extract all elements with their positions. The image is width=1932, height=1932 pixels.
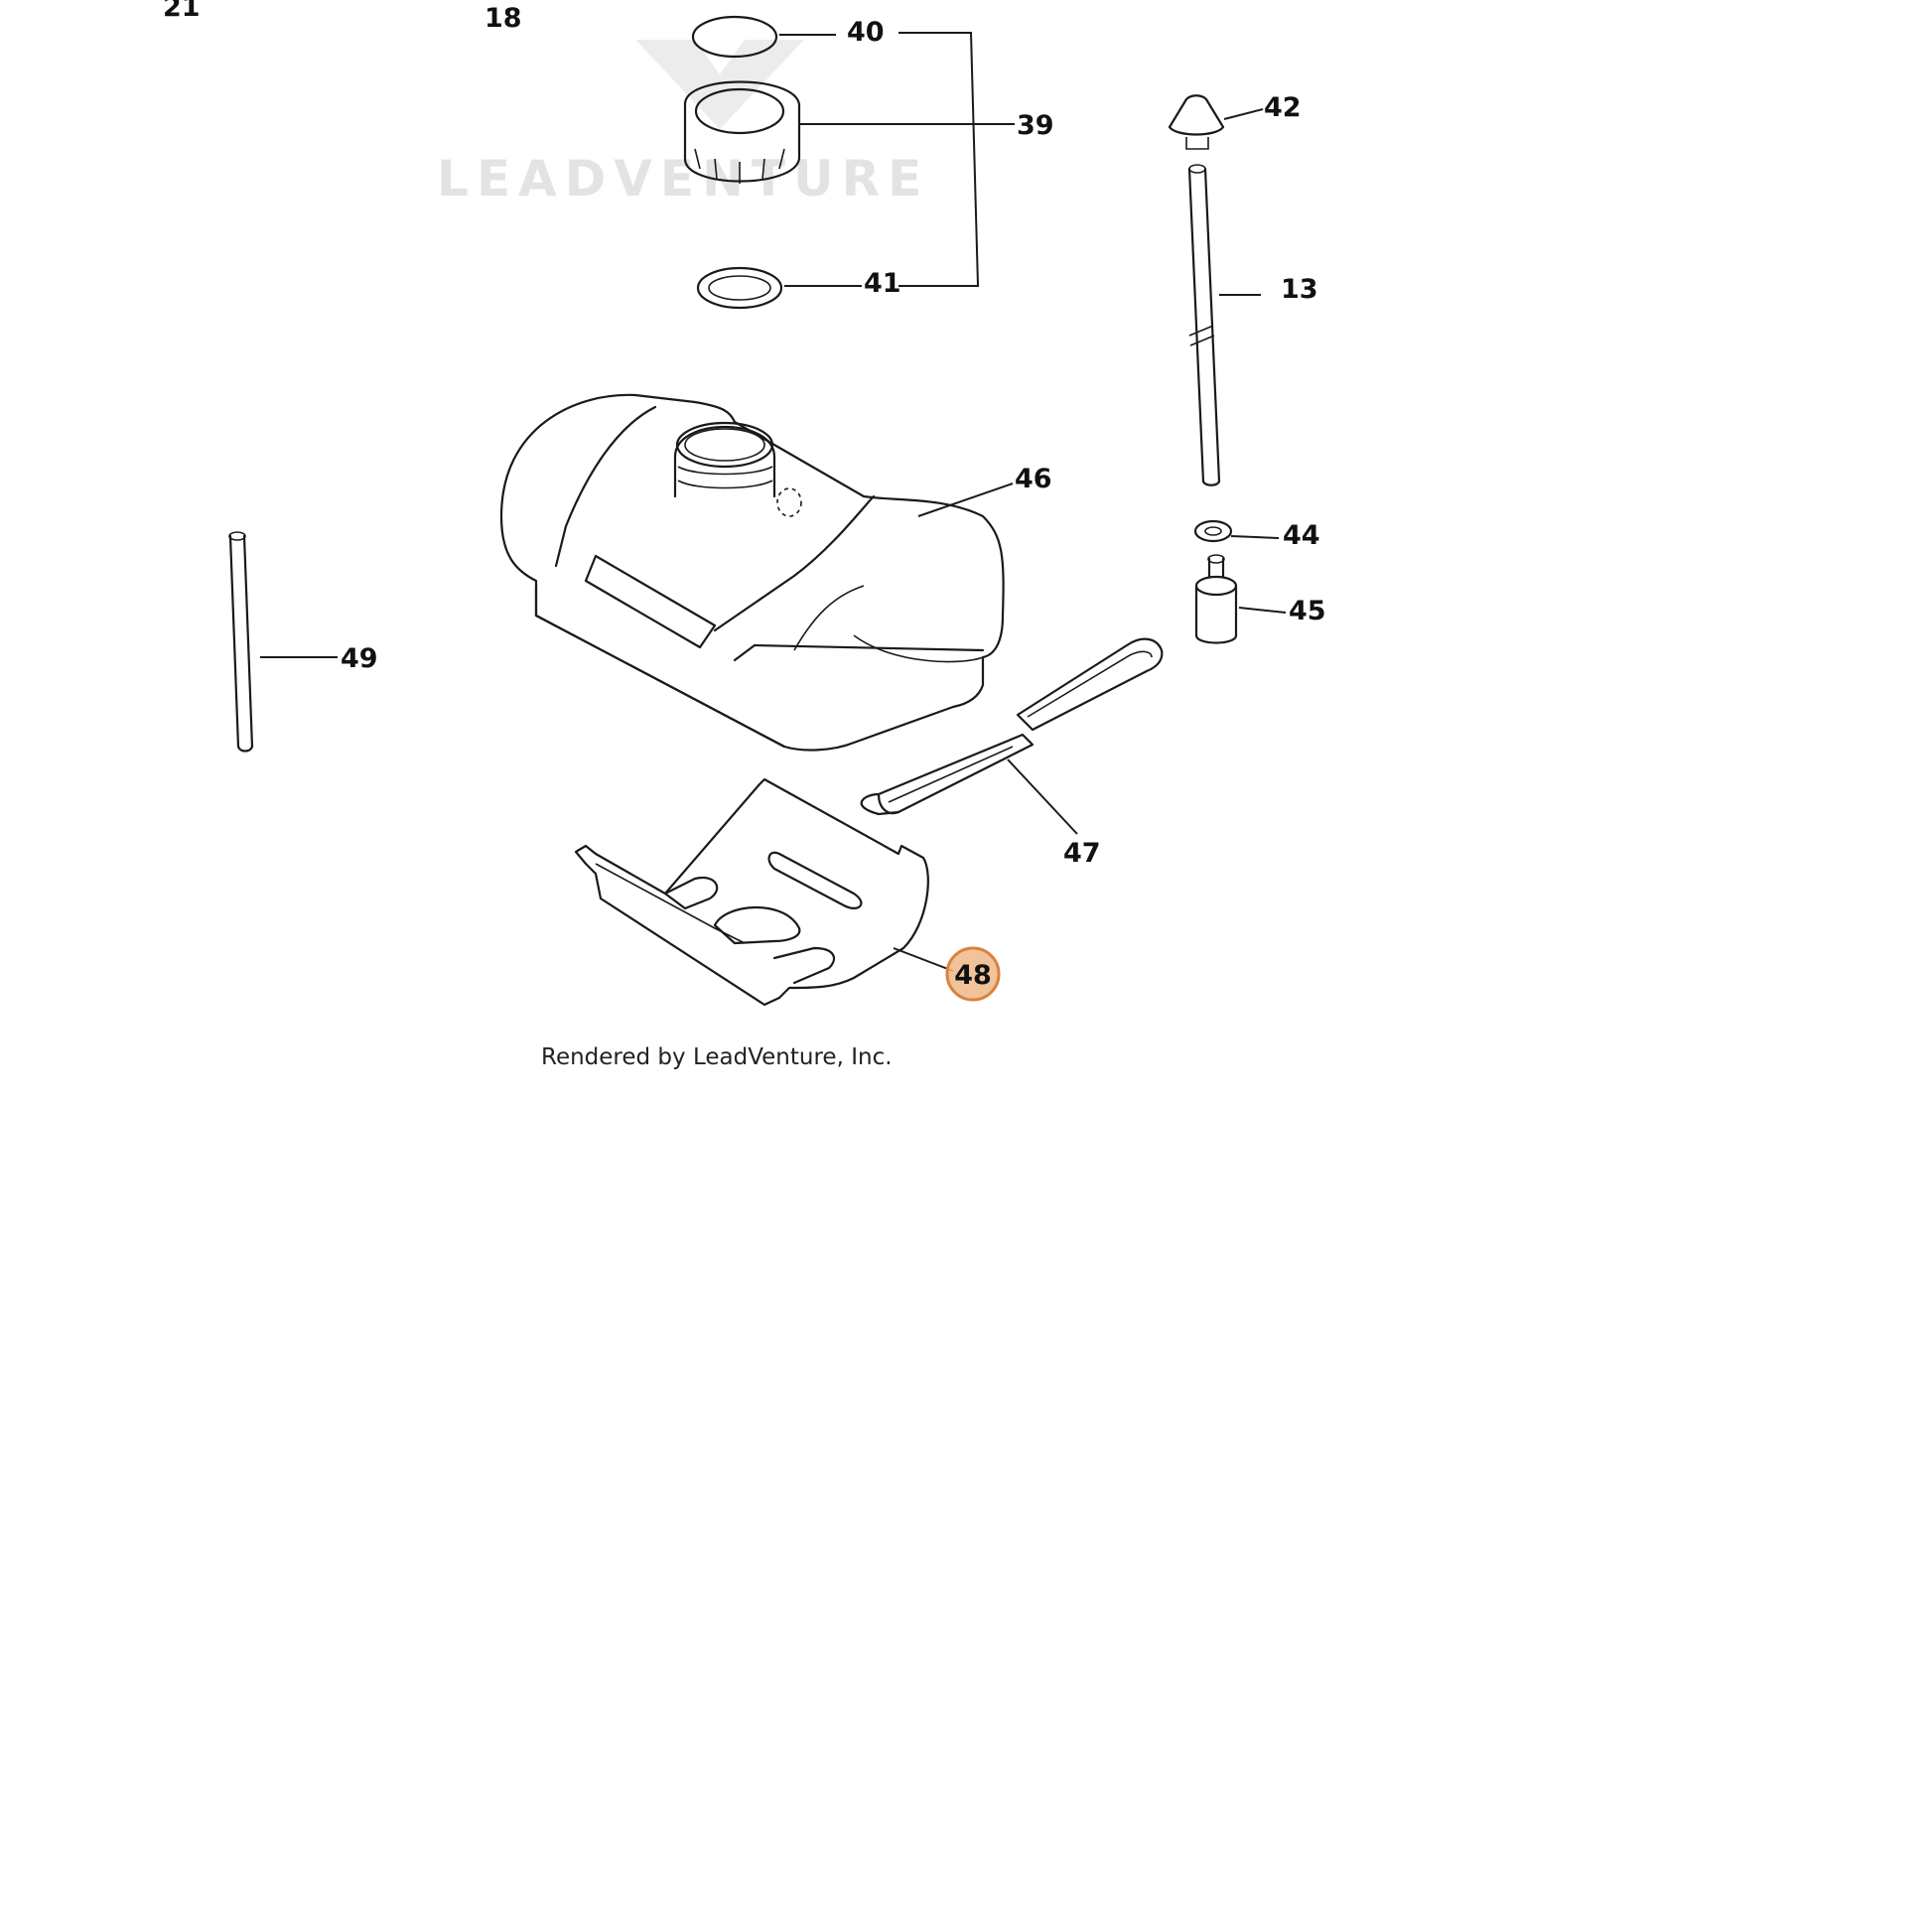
- part-48-tank-tray[interactable]: [574, 777, 929, 1007]
- part-44-grommet[interactable]: [1193, 519, 1233, 543]
- callout-48-highlight[interactable]: 48: [945, 946, 1001, 1002]
- credit-text: Rendered by LeadVenture, Inc.: [541, 1044, 893, 1070]
- part-47-tank-straps[interactable]: [860, 637, 1164, 816]
- part-45-fuel-filter[interactable]: [1194, 554, 1238, 644]
- callout-47[interactable]: 47: [1063, 838, 1101, 869]
- part-39-fuel-cap[interactable]: [683, 80, 801, 185]
- bracket-40-41: [898, 32, 980, 287]
- part-41-gasket[interactable]: [696, 266, 783, 310]
- leader-42: [1223, 108, 1264, 120]
- callout-49[interactable]: 49: [341, 643, 378, 674]
- callout-18[interactable]: 18: [484, 3, 522, 34]
- callout-39[interactable]: 39: [1017, 110, 1054, 141]
- callout-42[interactable]: 42: [1264, 92, 1302, 123]
- callout-44[interactable]: 44: [1283, 520, 1320, 551]
- callout-46[interactable]: 46: [1015, 464, 1052, 494]
- callout-48[interactable]: 48: [954, 960, 992, 991]
- callout-13[interactable]: 13: [1281, 274, 1318, 305]
- watermark-text: LEADVENTURE: [437, 150, 929, 207]
- part-40-oring[interactable]: [691, 15, 778, 59]
- leader-46: [917, 483, 1014, 517]
- part-42-vent-cap[interactable]: [1168, 94, 1225, 150]
- callout-21[interactable]: 21: [163, 0, 201, 23]
- leadventure-watermark-logo: LEADVENTURE: [437, 40, 929, 207]
- part-46-fuel-tank[interactable]: [499, 393, 1005, 752]
- leader-48: [893, 947, 954, 972]
- callout-40[interactable]: 40: [847, 17, 885, 48]
- leader-44: [1230, 535, 1280, 539]
- callout-45[interactable]: 45: [1289, 596, 1326, 626]
- callout-41[interactable]: 41: [864, 268, 901, 299]
- leader-45: [1238, 607, 1287, 614]
- part-49-fuel-hose[interactable]: [228, 531, 254, 753]
- leader-47: [1007, 759, 1078, 835]
- part-13-vent-hose[interactable]: [1187, 164, 1221, 486]
